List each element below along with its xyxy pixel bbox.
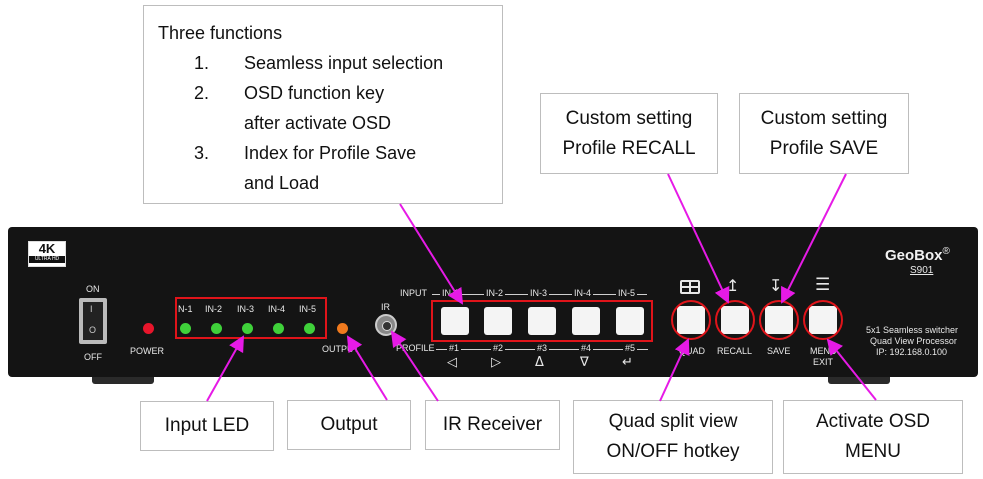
output-label: OUTPUT bbox=[322, 344, 359, 354]
menu-list-icon: ☰ bbox=[815, 275, 831, 295]
power-switch-icon[interactable]: I O bbox=[79, 298, 107, 344]
save-download-icon: ↧ bbox=[769, 276, 783, 295]
ir-label: IR bbox=[381, 302, 390, 312]
power-led bbox=[143, 323, 154, 334]
led-label-4: IN-4 bbox=[268, 304, 286, 314]
arrow-ir bbox=[390, 330, 439, 402]
power-on-label: ON bbox=[86, 284, 100, 294]
ip-address: IP: 192.168.0.100 bbox=[876, 347, 948, 357]
input-led-3 bbox=[242, 323, 253, 334]
menu-label: MENU bbox=[810, 346, 837, 356]
function-key-1[interactable] bbox=[441, 307, 469, 335]
profile-key-2: #2 bbox=[491, 343, 506, 353]
quad-callout: Quad split view ON/OFF hotkey bbox=[573, 400, 773, 474]
quad-grid-icon bbox=[680, 280, 700, 294]
description-line-2: Quad View Processor bbox=[870, 336, 957, 346]
arrow-osd bbox=[826, 338, 877, 401]
arrow-recall bbox=[667, 173, 730, 304]
output-callout: Output bbox=[287, 400, 411, 450]
led-label-2: IN-2 bbox=[205, 304, 223, 314]
input-key-3: IN-3 bbox=[528, 288, 550, 298]
input-led-1 bbox=[180, 323, 191, 334]
input-key-2: IN-2 bbox=[484, 288, 506, 298]
menu-highlight bbox=[803, 300, 843, 340]
enter-icon: ↵ bbox=[622, 355, 633, 370]
profile-row-label: PROFILE bbox=[396, 343, 437, 353]
quad-highlight bbox=[671, 300, 711, 340]
save-highlight bbox=[759, 300, 799, 340]
osd-callout: Activate OSD MENU bbox=[783, 400, 963, 474]
led-label-3: IN-3 bbox=[237, 304, 255, 314]
led-label-1: N-1 bbox=[178, 304, 193, 314]
three-functions-callout: Three functions 1.Seamless input selecti… bbox=[143, 5, 503, 204]
arrow-quad bbox=[659, 338, 690, 402]
power-off-label: OFF bbox=[84, 352, 102, 362]
input-row-label: INPUT bbox=[400, 288, 427, 298]
function-key-2[interactable] bbox=[484, 307, 512, 335]
output-led bbox=[337, 323, 348, 334]
4k-logo: 4K ULTRA HD bbox=[28, 241, 66, 267]
profile-key-3: #3 bbox=[535, 343, 550, 353]
up-arrow-icon: Δ bbox=[535, 355, 544, 370]
led-label-5: IN-5 bbox=[299, 304, 317, 314]
profile-key-4: #4 bbox=[579, 343, 594, 353]
input-led-group-highlight bbox=[175, 297, 327, 339]
function-key-4[interactable] bbox=[572, 307, 600, 335]
function-key-5[interactable] bbox=[616, 307, 644, 335]
recall-label: RECALL bbox=[717, 346, 753, 356]
function-item-1: 1.Seamless input selection bbox=[194, 53, 444, 73]
exit-label: EXIT bbox=[813, 357, 834, 367]
model-number: S901 bbox=[910, 265, 934, 276]
profile-key-1: #1 bbox=[447, 343, 462, 353]
callout-title: Three functions bbox=[158, 23, 283, 43]
function-list: 1.Seamless input selection 2.OSD functio… bbox=[158, 48, 502, 198]
recall-callout: Custom setting Profile RECALL bbox=[540, 93, 718, 174]
input-key-4: IN-4 bbox=[572, 288, 594, 298]
input-led-4 bbox=[273, 323, 284, 334]
input-led-5 bbox=[304, 323, 315, 334]
input-key-5: IN-5 bbox=[616, 288, 638, 298]
save-callout: Custom setting Profile SAVE bbox=[739, 93, 909, 174]
save-label: SAVE bbox=[767, 346, 791, 356]
function-keys-highlight bbox=[431, 300, 653, 342]
ir-receiver-callout: IR Receiver bbox=[425, 400, 560, 450]
input-led-2 bbox=[211, 323, 222, 334]
function-item-3: 3.Index for Profile Save and Load bbox=[194, 143, 417, 193]
power-label: POWER bbox=[130, 346, 165, 356]
right-arrow-icon: ▷ bbox=[491, 355, 501, 370]
brand-name: GeoBox® bbox=[885, 246, 950, 264]
arrow-save bbox=[781, 173, 847, 304]
function-key-3[interactable] bbox=[528, 307, 556, 335]
arrow-function-keys bbox=[399, 203, 464, 305]
down-arrow-icon: ∇ bbox=[580, 355, 589, 370]
left-arrow-icon: ◁ bbox=[447, 355, 457, 370]
arrow-input-led bbox=[206, 335, 244, 402]
device-foot-left bbox=[92, 376, 154, 384]
function-item-2: 2.OSD function key after activate OSD bbox=[194, 83, 392, 133]
recall-upload-icon: ↥ bbox=[726, 276, 740, 295]
profile-key-5: #5 bbox=[623, 343, 638, 353]
quad-label: QUAD bbox=[679, 346, 706, 356]
arrow-output bbox=[346, 335, 388, 401]
description-line-1: 5x1 Seamless switcher bbox=[866, 325, 959, 335]
recall-highlight bbox=[715, 300, 755, 340]
input-led-callout: Input LED bbox=[140, 401, 274, 451]
